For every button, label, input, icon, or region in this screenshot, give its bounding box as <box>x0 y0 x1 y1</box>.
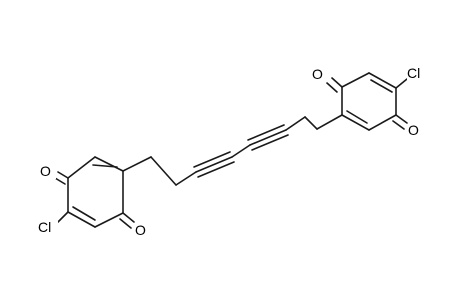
atom-label-o-right-top: O <box>312 66 323 82</box>
atom-label-o-left-bottom: O <box>135 222 146 238</box>
bond <box>331 77 343 88</box>
bond <box>368 114 397 131</box>
atom-label-cl-right: Cl <box>407 65 420 81</box>
left-quinone-ring <box>54 156 135 229</box>
bond <box>231 144 251 158</box>
bond <box>54 177 66 185</box>
bond <box>94 212 124 228</box>
bond <box>316 114 343 130</box>
bond <box>247 124 285 141</box>
right-quinone-ring <box>326 72 408 131</box>
bond <box>304 116 318 130</box>
bond <box>122 212 135 223</box>
bond <box>368 72 397 89</box>
bond <box>150 156 177 186</box>
bond <box>119 218 132 229</box>
bond <box>67 211 96 228</box>
bond <box>370 79 393 93</box>
bond <box>57 211 69 223</box>
bond <box>197 161 235 178</box>
bond <box>175 171 197 186</box>
diyne-chain <box>122 114 343 186</box>
bond <box>251 134 289 151</box>
bond <box>193 151 231 168</box>
bond <box>395 78 408 89</box>
bond <box>341 72 370 88</box>
bond <box>67 156 96 179</box>
bond <box>195 156 233 173</box>
atom-label-o-left-top: O <box>40 163 51 179</box>
bond <box>249 129 287 146</box>
atom-label-o-right-bottom: O <box>408 122 419 138</box>
bond <box>94 156 124 172</box>
bond <box>346 110 368 124</box>
bond <box>72 206 96 221</box>
bond <box>392 120 405 130</box>
atom-labels: O Cl O O Cl O <box>38 65 427 238</box>
bond <box>285 116 306 131</box>
bond <box>341 114 370 131</box>
bond <box>92 164 118 168</box>
atom-label-cl-left: Cl <box>38 219 51 235</box>
bond <box>326 82 338 93</box>
bond <box>57 171 69 179</box>
bond <box>122 156 152 172</box>
bond <box>395 114 408 124</box>
